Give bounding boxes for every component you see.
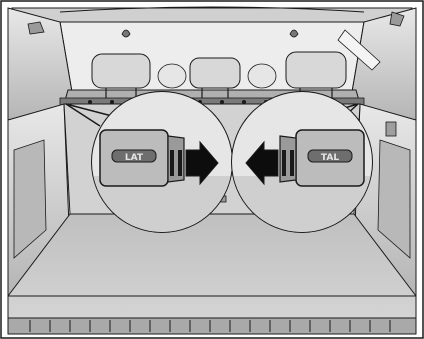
right-latch-label: TAL: [321, 153, 339, 163]
light-icon: [386, 122, 396, 136]
cargo-floor: [8, 214, 416, 318]
left-callout: LAT: [92, 92, 232, 232]
loading-sill: [8, 318, 416, 334]
left-latch-label: LAT: [125, 153, 144, 163]
right-callout: TAL: [232, 92, 372, 232]
